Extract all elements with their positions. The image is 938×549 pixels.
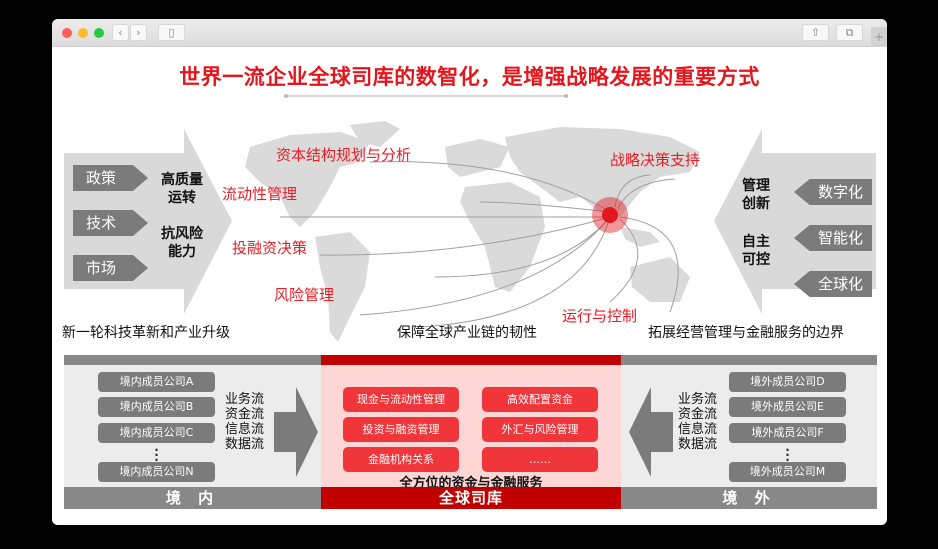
overseas-member-m: 境外成员公司M [729,462,846,482]
share-icon[interactable]: ⇧ [802,24,829,41]
pill-market: 市场 [73,255,148,281]
pill-technology: 技术 [73,210,148,236]
left-bold-1: 高质量 运转 [161,172,203,206]
title-divider [284,94,568,98]
slide-content: 世界一流企业全球司库的数智化，是增强战略发展的重要方式 [52,47,887,525]
close-window-button[interactable] [62,28,72,38]
forward-icon[interactable]: › [130,24,147,41]
service-fund-allocation: 高效配置资金 [482,387,598,412]
sidebar-icon[interactable]: ▯ [158,24,185,41]
left-bold-2: 抗风险 能力 [161,226,203,260]
label-operations: 运行与控制 [562,307,638,325]
domestic-member-c: 境内成员公司C [98,423,215,443]
right-bold-2: 自主 可控 [742,234,770,268]
label-investment: 投融资决策 [232,239,308,257]
right-bold-1: 管理 创新 [742,178,770,212]
service-fi-relations: 金融机构关系 [343,447,459,472]
pill-intelligent: 智能化 [794,225,872,251]
domestic-member-n: 境内成员公司N [98,462,215,482]
label-capital-structure: 资本结构规划与分析 [276,146,412,164]
zoom-window-button[interactable] [94,28,104,38]
overseas-member-f: 境外成员公司F [729,423,846,443]
domestic-top-bar [64,355,321,365]
tagline-left: 新一轮科技革新和产业升级 [62,325,230,341]
page-title: 世界一流企业全球司库的数智化，是增强战略发展的重要方式 [179,65,760,89]
service-more: …… [482,447,598,472]
pill-digital: 数字化 [794,179,872,205]
domestic-flows: 业务流 资金流 信息流 数据流 [225,392,265,452]
domestic-more-dots: ··· [154,443,159,467]
world-map [245,121,700,342]
overseas-label: 境 外 [621,487,877,509]
tagline-center: 保障全球产业链的韧性 [397,325,537,341]
service-investment-financing: 投资与融资管理 [343,417,459,442]
pill-policy: 政策 [73,165,148,191]
browser-window: ‹ › ▯ ⇧ ⧉ + 世界一流企业全球司库的数智化，是增强战略发展的重要方式 [52,19,887,525]
overseas-top-bar [621,355,877,365]
overseas-member-e: 境外成员公司E [729,397,846,417]
tabs-overview-icon[interactable]: ⧉ [836,24,863,41]
treasury-top-bar [321,355,621,365]
domestic-flow-arrow [274,387,318,477]
back-icon[interactable]: ‹ [112,24,129,41]
domestic-label: 境 内 [64,487,321,509]
domestic-member-b: 境内成员公司B [98,397,215,417]
treasury-label: 全球司库 [321,487,621,509]
overseas-more-dots: ··· [785,443,790,467]
right-big-arrow [714,129,876,314]
label-strategy: 战略决策支持 [610,151,701,169]
domestic-member-a: 境内成员公司A [98,372,215,392]
overseas-flows: 业务流 资金流 信息流 数据流 [678,392,718,452]
minimize-window-button[interactable] [78,28,88,38]
tagline-right: 拓展经营管理与金融服务的边界 [648,325,844,341]
label-liquidity: 流动性管理 [222,185,298,203]
pill-global: 全球化 [794,271,872,297]
service-cash-liquidity: 现金与流动性管理 [343,387,459,412]
new-tab-button[interactable]: + [871,27,887,47]
overseas-flow-arrow [629,387,673,477]
label-risk: 风险管理 [274,286,335,304]
overseas-member-d: 境外成员公司D [729,372,846,392]
title-bar: ‹ › ▯ ⇧ ⧉ + [52,19,887,47]
service-fx-risk: 外汇与风险管理 [482,417,598,442]
